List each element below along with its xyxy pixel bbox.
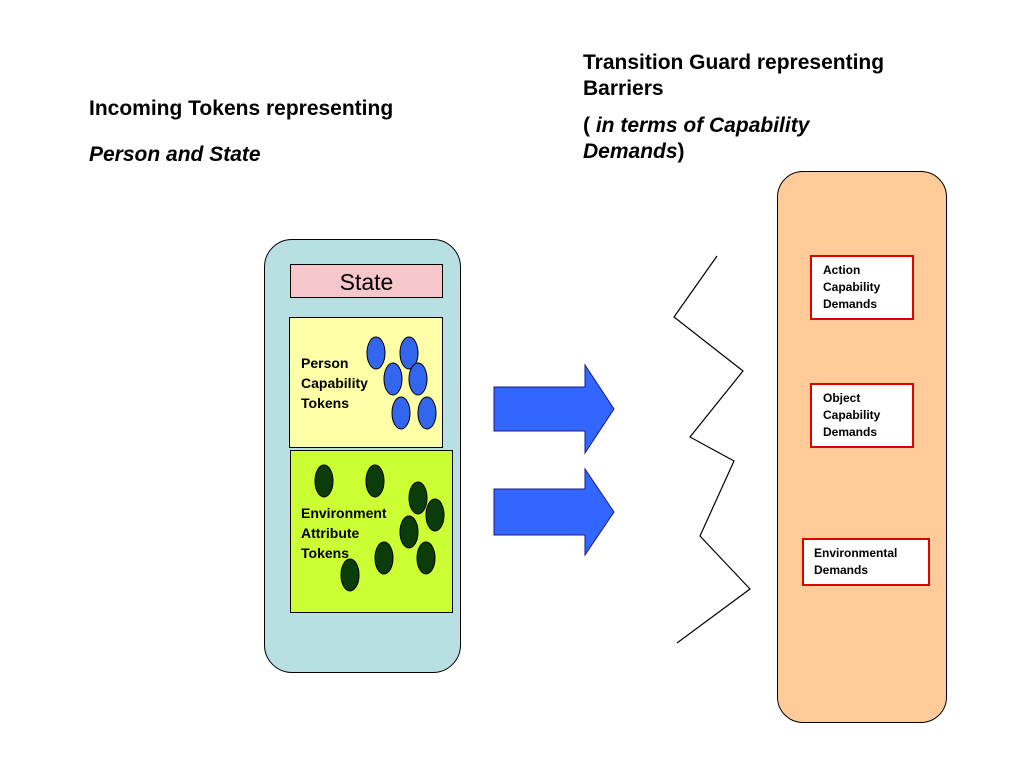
transition-guard-heading-line1: Transition Guard representing Barriers	[583, 50, 1003, 101]
env-label-line1: Environment	[301, 505, 387, 521]
person-capability-tokens-label: Person Capability Tokens	[301, 353, 368, 413]
barrier-zigzag-line	[673, 255, 751, 644]
object-demands-line1: Object	[823, 391, 861, 405]
transition-guard-heading-line1b: Barriers	[583, 76, 664, 100]
person-label-line2: Capability	[301, 375, 368, 391]
object-demands-line3: Demands	[823, 425, 878, 439]
incoming-tokens-heading-line1: Incoming Tokens representing	[89, 97, 394, 120]
env-label-line2: Attribute	[301, 525, 360, 541]
transition-guard-heading-line1a: Transition Guard representing	[583, 51, 885, 74]
env-label-line3: Tokens	[301, 545, 349, 561]
object-demands-line2: Capability	[823, 408, 881, 422]
person-label-line3: Tokens	[301, 395, 349, 411]
state-box: State	[290, 264, 443, 298]
action-capability-demands-box: Action Capability Demands	[810, 255, 914, 320]
capability-demands-italic-b: Demands	[583, 139, 678, 163]
action-demands-line3: Demands	[823, 297, 878, 311]
environmental-demands-box: Environmental Demands	[802, 538, 930, 586]
object-capability-demands-box: Object Capability Demands	[810, 383, 914, 448]
incoming-tokens-heading: Incoming Tokens representing Person and …	[89, 96, 509, 167]
capability-demands-italic-a: in terms of Capability	[590, 114, 810, 138]
paren-close: )	[677, 139, 685, 163]
paren-open: (	[583, 114, 590, 138]
flow-arrow-lower	[493, 467, 615, 557]
environmental-demands-line1: Environmental	[814, 546, 898, 560]
environmental-demands-line2: Demands	[814, 563, 869, 577]
environment-attribute-tokens-label: Environment Attribute Tokens	[301, 503, 387, 563]
person-label-line1: Person	[301, 355, 349, 371]
flow-arrow-upper	[493, 363, 615, 455]
incoming-tokens-heading-line2: Person and State	[89, 142, 261, 166]
action-demands-line1: Action	[823, 263, 861, 277]
transition-guard-heading: Transition Guard representing Barriers (…	[583, 50, 1003, 164]
action-demands-line2: Capability	[823, 280, 881, 294]
transition-guard-heading-line2: ( in terms of Capability Demands)	[583, 113, 1003, 164]
